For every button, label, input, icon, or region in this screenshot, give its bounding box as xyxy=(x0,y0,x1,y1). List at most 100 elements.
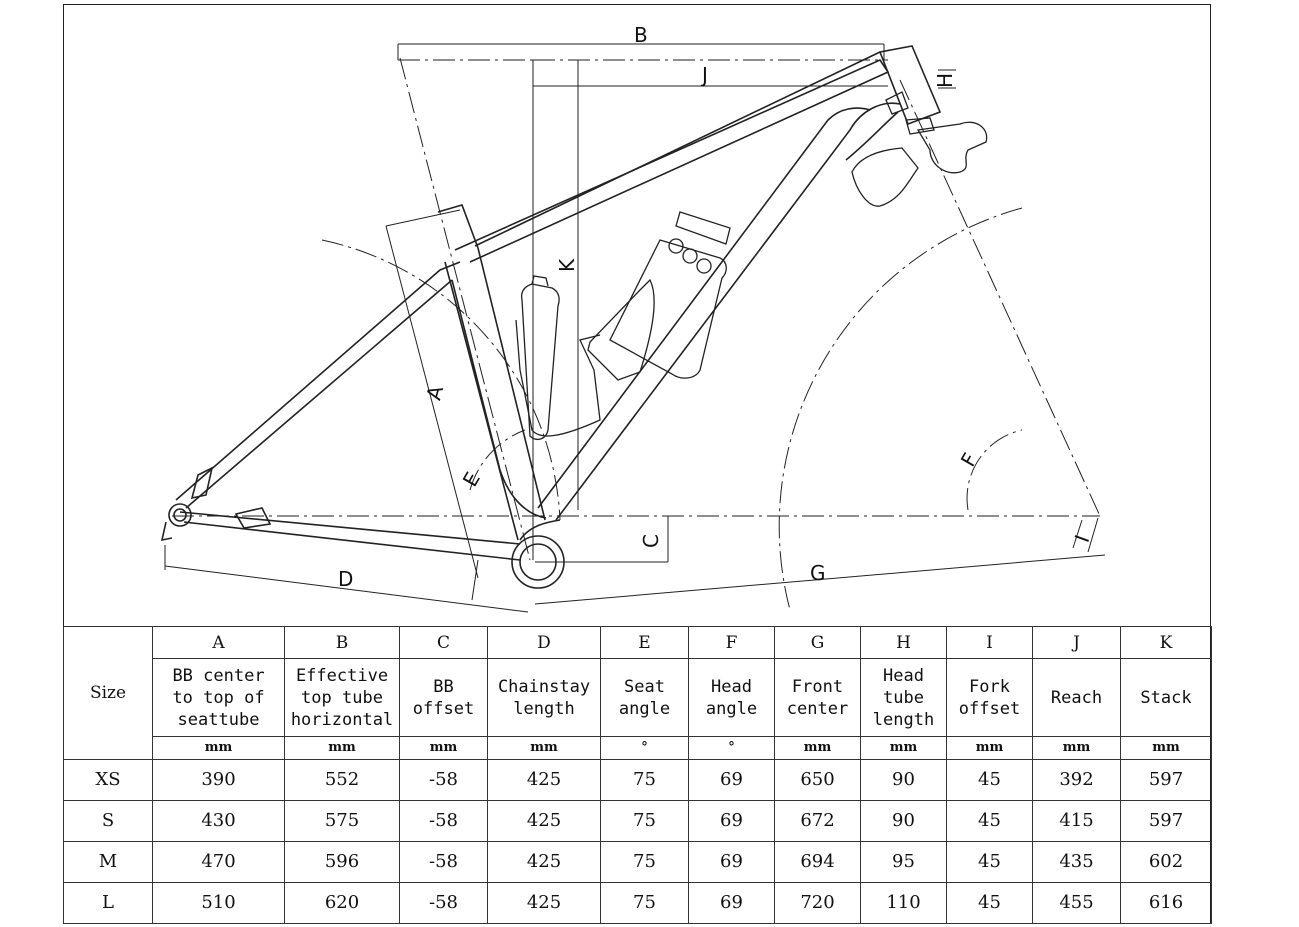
value-cell: 616 xyxy=(1120,882,1212,924)
dim-label-h: H xyxy=(933,73,957,88)
description-line: Head xyxy=(883,665,924,686)
value-cell: 415 xyxy=(1032,800,1121,842)
column-unit-g: mm xyxy=(774,736,861,760)
value-cell: 95 xyxy=(860,841,947,883)
value-cell: 430 xyxy=(152,800,285,842)
drawing-sheet-border xyxy=(63,4,1211,924)
description-line: Seat xyxy=(624,676,665,697)
column-unit-k: mm xyxy=(1120,736,1212,760)
value-cell: -58 xyxy=(399,759,488,801)
description-line: tube xyxy=(883,687,924,708)
column-description-k: Stack xyxy=(1120,658,1212,737)
water-bottle-icon xyxy=(520,211,731,441)
column-unit-i: mm xyxy=(946,736,1033,760)
description-line: top tube xyxy=(301,687,383,708)
value-cell: -58 xyxy=(399,882,488,924)
column-unit-b: mm xyxy=(284,736,400,760)
column-letter-h: H xyxy=(860,626,947,659)
value-cell: 425 xyxy=(487,759,601,801)
value-cell: 552 xyxy=(284,759,400,801)
dim-label-g: G xyxy=(810,561,826,585)
description-line: Front xyxy=(791,676,844,697)
size-cell: XS xyxy=(63,759,153,801)
bicycle-frame-drawing: B J K A E C D G F H I xyxy=(160,23,1106,613)
value-cell: 650 xyxy=(774,759,861,801)
dim-label-e: E xyxy=(458,468,485,491)
description-line: length xyxy=(872,709,935,730)
value-cell: 694 xyxy=(774,841,861,883)
value-cell: 672 xyxy=(774,800,861,842)
column-letter-k: K xyxy=(1120,626,1212,659)
description-line: offset xyxy=(412,698,475,719)
column-unit-a: mm xyxy=(152,736,285,760)
column-letter-g: G xyxy=(774,626,861,659)
description-line: Head xyxy=(711,676,752,697)
bottle-cage-icon xyxy=(515,278,655,437)
size-cell: M xyxy=(63,841,153,883)
column-letter-e: E xyxy=(600,626,689,659)
value-cell: 597 xyxy=(1120,759,1212,801)
description-line: horizontal xyxy=(290,709,394,730)
value-cell: 575 xyxy=(284,800,400,842)
value-cell: 75 xyxy=(600,841,689,883)
description-line: Stack xyxy=(1140,687,1192,708)
description-line: Effective xyxy=(295,665,389,686)
value-cell: 75 xyxy=(600,882,689,924)
column-letter-c: C xyxy=(399,626,488,659)
column-unit-h: mm xyxy=(860,736,947,760)
value-cell: 75 xyxy=(600,800,689,842)
value-cell: 75 xyxy=(600,759,689,801)
value-cell: 45 xyxy=(946,841,1033,883)
value-cell: 69 xyxy=(688,882,775,924)
value-cell: 510 xyxy=(152,882,285,924)
description-line: Chainstay xyxy=(497,676,591,697)
column-letter-b: B xyxy=(284,626,400,659)
value-cell: 90 xyxy=(860,800,947,842)
column-unit-j: mm xyxy=(1032,736,1121,760)
value-cell: 90 xyxy=(860,759,947,801)
value-cell: 45 xyxy=(946,800,1033,842)
value-cell: 470 xyxy=(152,841,285,883)
dim-label-f: F xyxy=(956,449,983,471)
column-letter-f: F xyxy=(688,626,775,659)
value-cell: 110 xyxy=(860,882,947,924)
size-cell: L xyxy=(63,882,153,924)
frame-tubes xyxy=(160,45,942,589)
value-cell: 435 xyxy=(1032,841,1121,883)
value-cell: 596 xyxy=(284,841,400,883)
dim-label-c: C xyxy=(639,534,663,548)
column-letter-a: A xyxy=(152,626,285,659)
value-cell: 69 xyxy=(688,759,775,801)
description-line: Fork xyxy=(969,676,1010,697)
column-unit-c: mm xyxy=(399,736,488,760)
dimension-lines xyxy=(164,43,1106,613)
value-cell: 455 xyxy=(1032,882,1121,924)
value-cell: 69 xyxy=(688,800,775,842)
value-cell: -58 xyxy=(399,800,488,842)
value-cell: 720 xyxy=(774,882,861,924)
description-line: center xyxy=(786,698,849,719)
dim-label-k: K xyxy=(555,258,579,272)
headset-detail xyxy=(851,91,988,207)
description-line: angle xyxy=(618,698,671,719)
value-cell: 392 xyxy=(1032,759,1121,801)
value-cell: 45 xyxy=(946,759,1033,801)
construction-arcs xyxy=(321,207,1023,611)
column-unit-d: mm xyxy=(487,736,601,760)
description-line: BB center xyxy=(172,665,265,686)
value-cell: 69 xyxy=(688,841,775,883)
dim-label-a: A xyxy=(421,383,448,403)
column-description-j: Reach xyxy=(1032,658,1121,737)
value-cell: 390 xyxy=(152,759,285,801)
dim-label-j: J xyxy=(700,63,708,87)
